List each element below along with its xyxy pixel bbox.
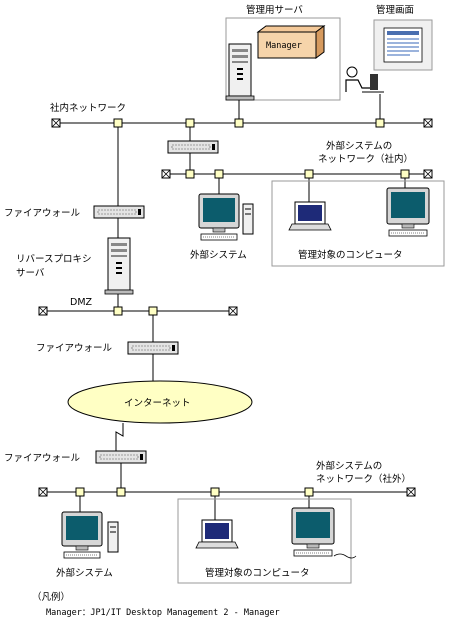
internet-label: インターネット (124, 398, 191, 409)
endpoint-right (423, 118, 433, 128)
ext-system-pc-2 (61, 511, 103, 559)
endpoint-left (161, 169, 171, 179)
legend-title: （凡例） (32, 591, 70, 603)
firewall-1-label: ファイアウォール (4, 208, 81, 219)
ext-net-internal-l2: ネットワーク（社内） (318, 153, 413, 165)
node (185, 118, 195, 128)
node (148, 306, 158, 316)
endpoint-right (228, 306, 238, 316)
node (234, 118, 244, 128)
ext-system-label-1: 外部システム (190, 249, 247, 261)
switch-internal (167, 140, 219, 154)
managed-pc-1 (386, 187, 430, 237)
manager-label: Manager (266, 41, 302, 51)
node (375, 118, 385, 128)
ext-system-tower-2 (107, 521, 119, 553)
managed-laptop-2 (195, 519, 239, 549)
endpoint-right (406, 487, 416, 497)
ext-system-tower-1 (242, 203, 254, 235)
operator-icon (345, 66, 384, 93)
managed-laptop-1 (288, 201, 332, 231)
managed-group-1 (271, 180, 445, 267)
node (304, 487, 314, 497)
internal-network-label: 社内ネットワーク (50, 102, 126, 114)
node (75, 487, 85, 497)
mgmt-screen-icon (373, 19, 433, 71)
node (214, 169, 224, 179)
manager-box: Manager (256, 25, 326, 59)
firewall-3 (95, 450, 147, 464)
internet-cloud (67, 380, 253, 424)
mgmt-server-label: 管理用サーバ (246, 4, 303, 16)
node (400, 169, 410, 179)
managed-group-2 (177, 498, 352, 584)
ext-net-external-l2: ネットワーク（社外） (316, 473, 411, 485)
node (185, 169, 195, 179)
node (116, 487, 126, 497)
node (210, 487, 220, 497)
managed-pc-2 (291, 507, 335, 557)
endpoint-left (51, 118, 61, 128)
ext-system-pc-1 (198, 193, 240, 241)
firewall-3-label: ファイアウォール (4, 453, 81, 464)
firewall-1 (93, 205, 145, 219)
firewall-2 (127, 341, 179, 355)
legend-entry: Manager：JP1/IT Desktop Management 2 - Ma… (46, 608, 280, 618)
reverse-proxy-server-icon (104, 237, 134, 295)
node (113, 306, 123, 316)
mgmt-screen-label: 管理画面 (376, 4, 414, 16)
managed-label-1: 管理対象のコンピュータ (298, 249, 403, 261)
mgmt-server-group (225, 17, 341, 101)
node (304, 169, 314, 179)
firewall-2-label: ファイアウォール (36, 343, 113, 354)
managed-label-2: 管理対象のコンピュータ (205, 567, 310, 579)
endpoint-left (38, 487, 48, 497)
ext-net-external-l1: 外部システムの (316, 460, 382, 472)
dmz-label: DMZ (70, 297, 93, 308)
node (113, 118, 123, 128)
mgmt-server-icon (225, 43, 255, 101)
ext-net-internal-l1: 外部システムの (326, 140, 392, 152)
reverse-proxy-l1: リバースプロキシ (16, 254, 92, 265)
endpoint-left (38, 306, 48, 316)
reverse-proxy-l2: サーバ (16, 268, 45, 279)
wan-link (115, 423, 124, 451)
endpoint-right (423, 169, 433, 179)
ext-system-label-2: 外部システム (56, 567, 113, 579)
